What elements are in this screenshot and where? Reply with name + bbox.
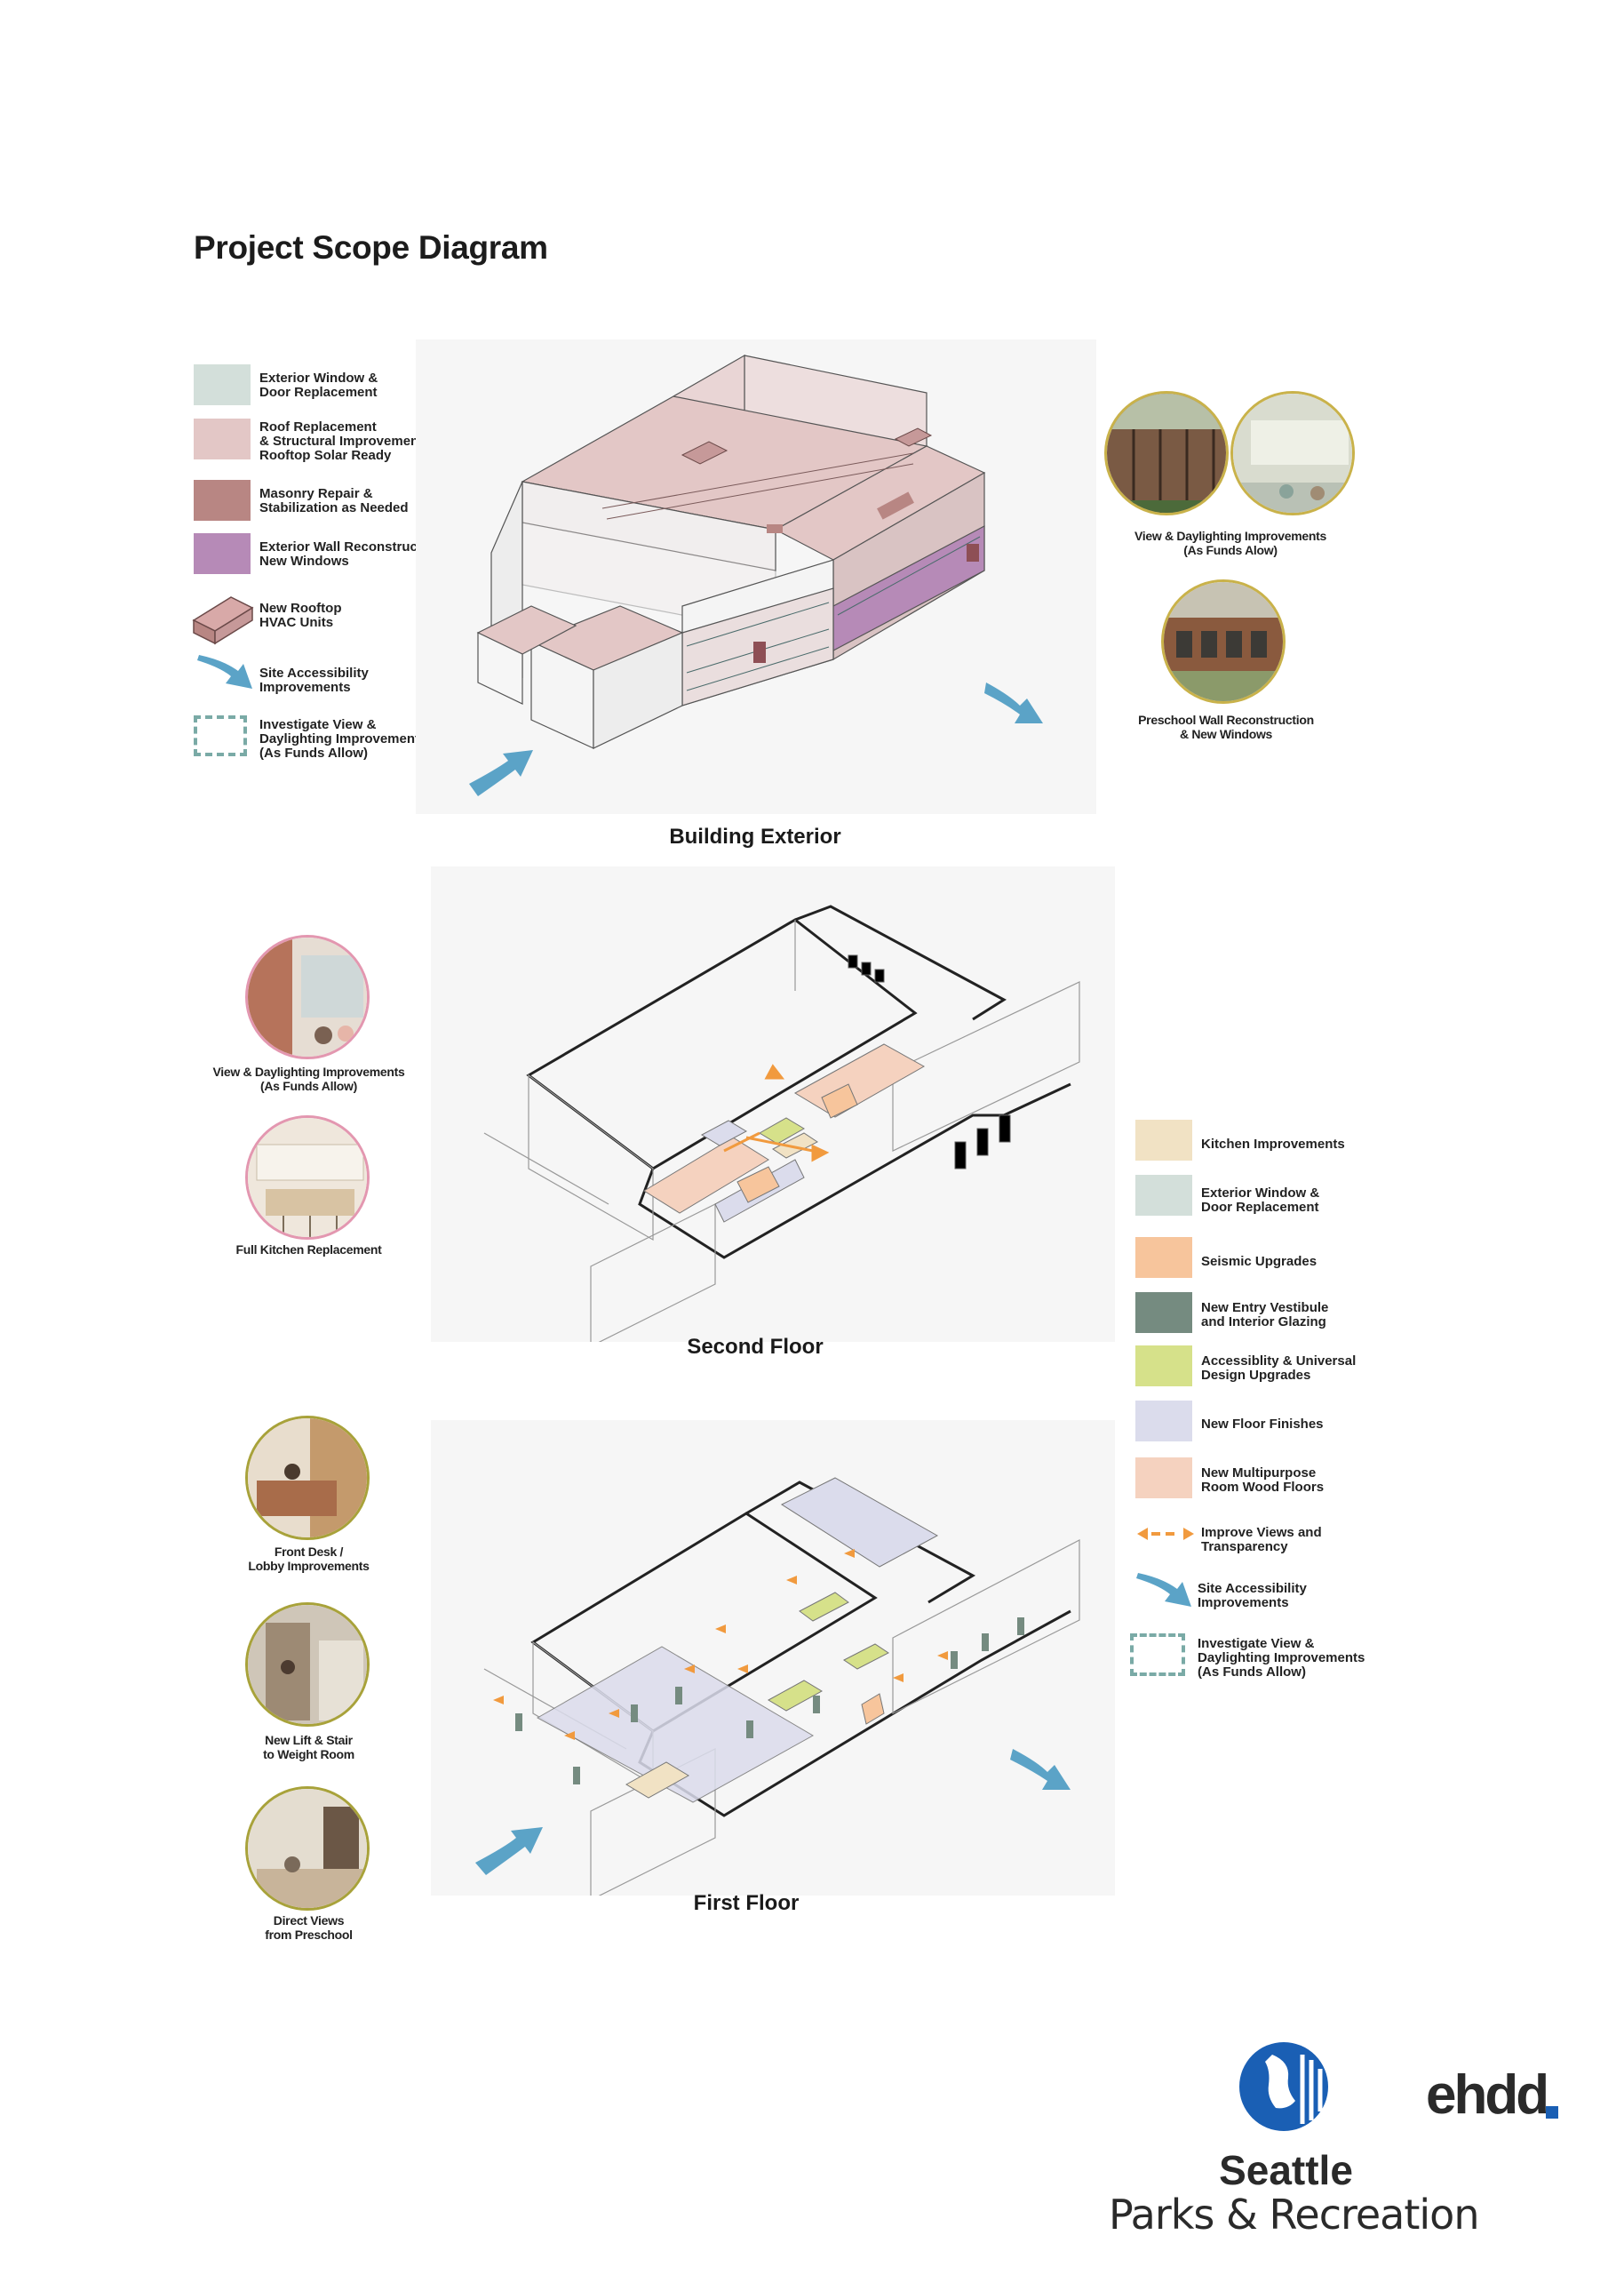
legend-label: Exterior Window & Door Replacement [1201, 1185, 1320, 1215]
hvac-unit-icon [192, 596, 254, 645]
legend-label: Investigate View & Daylighting Improveme… [1198, 1636, 1365, 1680]
swatch-window [1135, 1175, 1192, 1216]
legend-label: New Floor Finishes [1201, 1417, 1324, 1432]
swatch-multipurpose [1135, 1457, 1192, 1498]
swatch-floor-finish [1135, 1401, 1192, 1441]
legend-label: Improve Views and Transparency [1201, 1525, 1322, 1554]
dashed-box-icon [1130, 1633, 1185, 1676]
swatch-kitchen [1135, 1120, 1192, 1161]
legend-label: Roof Replacement & Structural Improvemen… [259, 419, 431, 463]
front-desk-photo [245, 1416, 370, 1540]
seattle-seal-icon [1239, 2042, 1328, 2131]
preschool-wall-photo [1161, 579, 1286, 704]
photo-caption: View & Daylighting Improvements (As Fund… [212, 1065, 405, 1093]
legend-label: New Entry Vestibule and Interior Glazing [1201, 1300, 1329, 1329]
legend-label: Seismic Upgrades [1201, 1254, 1318, 1269]
legend-label: Kitchen Improvements [1201, 1137, 1345, 1152]
swatch-masonry [194, 480, 251, 521]
preschool-views-photo [245, 1786, 370, 1911]
dashed-box-icon [194, 715, 247, 756]
legend-label: New Rooftop HVAC Units [259, 601, 342, 630]
legend-label: Accessiblity & Universal Design Upgrades [1201, 1353, 1357, 1383]
photo-caption: Full Kitchen Replacement [235, 1242, 382, 1257]
legend-label: New Multipurpose Room Wood Floors [1201, 1465, 1325, 1495]
photo-caption: New Lift & Stair to Weight Room [263, 1733, 354, 1761]
photo-caption: View & Daylighting Improvements (As Fund… [1134, 529, 1327, 557]
swatch-vestibule [1135, 1292, 1192, 1333]
gym-wall-photo [1104, 391, 1229, 515]
legend-label: Investigate View & Daylighting Improveme… [259, 717, 427, 761]
arrow-icon [1136, 1573, 1191, 1607]
exterior-caption: Building Exterior [669, 825, 841, 849]
photo-caption: Front Desk / Lobby Improvements [248, 1545, 370, 1573]
second-floor-drawing [431, 866, 1115, 1342]
swatch-roof [194, 419, 251, 459]
photo-caption: Direct Views from Preschool [265, 1913, 353, 1942]
second-floor-caption: Second Floor [687, 1335, 824, 1359]
building-exterior-drawing [416, 339, 1096, 814]
arrow-icon [197, 655, 252, 689]
seattle-logo-line1: Seattle [1219, 2147, 1353, 2193]
lift-photo [245, 1602, 370, 1727]
legend-label: Site Accessibility Improvements [1198, 1581, 1307, 1610]
swatch-window [194, 364, 251, 405]
seattle-logo-line2: Parks & Recreation [1109, 2191, 1479, 2239]
first-floor-drawing [431, 1420, 1115, 1896]
first-floor-caption: First Floor [693, 1891, 800, 1915]
gym-interior-photo [1230, 391, 1355, 515]
kitchen-photo [245, 1115, 370, 1240]
legend-label: Masonry Repair & Stabilization as Needed [259, 486, 409, 515]
swatch-seismic [1135, 1237, 1192, 1278]
legend-label: Exterior Window & Door Replacement [259, 371, 378, 400]
swatch-accessibility [1135, 1345, 1192, 1386]
double-arrow-icon [1137, 1528, 1194, 1540]
page-title: Project Scope Diagram [194, 229, 548, 266]
ehdd-logo: ehdd [1426, 2064, 1549, 2126]
swatch-wall [194, 533, 251, 574]
ehdd-dot [1546, 2106, 1558, 2119]
photo-caption: Preschool Wall Reconstruction & New Wind… [1138, 713, 1314, 741]
legend-label: Site Accessibility Improvements [259, 666, 369, 695]
second-view-photo [245, 935, 370, 1059]
